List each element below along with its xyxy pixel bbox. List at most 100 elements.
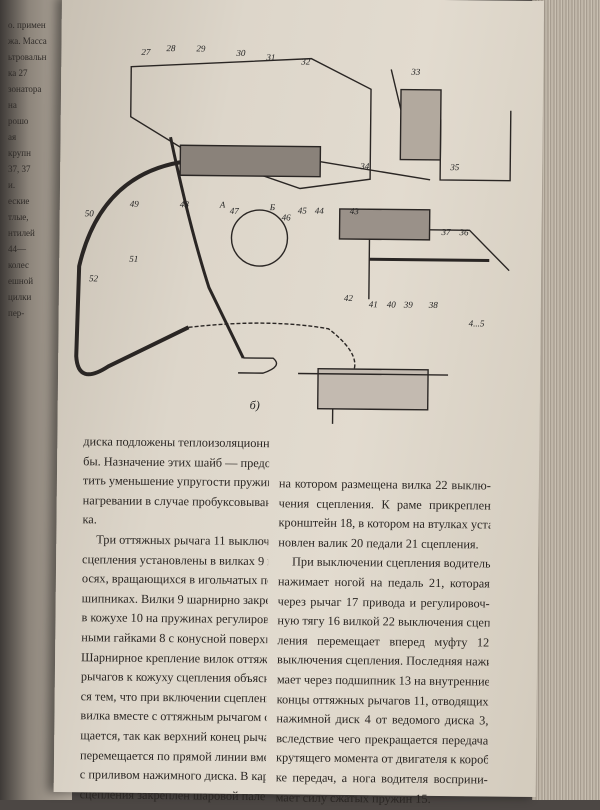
previous-page-text-fragment: колес — [8, 260, 30, 270]
previous-page-text-fragment: о. примен — [8, 20, 46, 30]
previous-page-text-fragment: ка 27 — [8, 68, 28, 78]
paragraph: диска подложены теплоизоляционные шай-бы… — [82, 432, 269, 532]
label-38: 38 — [428, 300, 439, 310]
fork-linkage — [368, 229, 510, 300]
text-line: сцепления установлены в вилках 9 на — [82, 551, 269, 568]
text-line: на котором размещена вилка 22 выклю- — [278, 476, 491, 493]
paragraph: Три оттяжных рычага 11 выключения сцеплен… — [80, 530, 269, 806]
label-50: 50 — [85, 208, 95, 218]
text-line: крутящего момента от двигателя к короб- — [275, 750, 489, 767]
label-49: 49 — [130, 199, 140, 209]
label-47: 47 — [230, 206, 240, 216]
text-line: ную тягу 16 вилкой 22 выключения сцеп- — [277, 613, 490, 630]
text-line: ления перемещает вперед муфту 12 — [277, 633, 490, 650]
text-line: осях, вращающихся в игольчатых под- — [81, 571, 268, 588]
figure-caption: б) — [249, 397, 260, 413]
text-line: перемещается по прямой линии вместе — [79, 747, 267, 764]
label-40: 40 — [387, 299, 397, 309]
right-text-column: на котором размещена вилка 22 выклю-чени… — [276, 474, 491, 809]
previous-page-text-fragment: ешной — [8, 276, 34, 286]
label-51: 51 — [129, 254, 138, 264]
previous-page-text-fragment: зонатора — [8, 84, 42, 94]
previous-page-text-fragment: 37, 37 — [8, 164, 31, 174]
bell-housing — [399, 88, 442, 161]
book-page: 27 28 29 30 31 32 33 34 35 36 37 38 39 4… — [53, 0, 544, 805]
pipeline — [188, 322, 356, 380]
label-52: 52 — [89, 273, 99, 283]
text-line: При выключении сцепления водитель — [292, 554, 491, 571]
text-line: Шарнирное крепление вилок оттяжных — [81, 649, 268, 666]
text-line: Три оттяжных рычага 11 выключения — [96, 532, 269, 549]
text-line: ке передач, а нога водителя восприни- — [275, 770, 488, 787]
label-32: 32 — [300, 56, 311, 66]
clutch-drive-diagram: 27 28 29 30 31 32 33 34 35 36 37 38 39 4… — [74, 43, 512, 424]
text-line: выключения сцепления. Последняя нажи- — [276, 652, 490, 669]
hydraulic-hose — [74, 160, 190, 377]
text-line: сцепления закреплен шаровой палец 14, — [79, 786, 266, 803]
text-line: нагревании в случае пробуксовывания дис- — [82, 493, 269, 510]
label-41: 41 — [369, 299, 378, 309]
text-line: мает через подшипник 13 на внутренние — [276, 672, 489, 689]
previous-page-text-fragment: ьтровальн — [8, 52, 47, 62]
pedal-arm — [169, 136, 245, 359]
label-27: 27 — [141, 47, 151, 57]
label-34: 34 — [359, 161, 370, 171]
text-line: концы оттяжных рычагов 11, отводящих — [276, 691, 489, 709]
previous-page-text-fragment: на — [8, 100, 17, 110]
previous-page-text-fragment: 44— — [8, 244, 26, 254]
detail-a-circle — [230, 209, 289, 267]
text-line: кронштейн 18, в котором на втулках уста- — [278, 515, 491, 532]
left-text-column: диска подложены теплоизоляционные шай-бы… — [80, 432, 270, 806]
label-44: 44 — [315, 206, 325, 216]
previous-page-text-fragment: ая — [8, 132, 17, 142]
text-line: ными гайками 8 с конусной поверхностью. — [81, 630, 268, 647]
label-37: 37 — [440, 227, 451, 237]
pedal-pad — [238, 357, 278, 374]
text-line: нажимает ногой на педаль 21, которая — [277, 574, 490, 591]
text-line: шипниках. Вилки 9 шарнирно закреплены — [81, 590, 268, 608]
text-line: через рычаг 17 привода и регулировоч- — [277, 593, 490, 611]
previous-page-text-fragment: пер- — [8, 308, 25, 318]
text-line: с приливом нажимного диска. В картере — [79, 767, 266, 784]
label-29: 29 — [196, 43, 206, 53]
label-46: 46 — [282, 212, 292, 222]
label-39: 39 — [403, 300, 414, 310]
previous-page-text-fragment: и. — [8, 180, 16, 190]
text-line: ся тем, что при включении сцепления — [80, 688, 267, 706]
label-33: 33 — [410, 67, 421, 77]
text-line: бы. Назначение этих шайб — предотвра- — [83, 453, 270, 471]
reservoir-bracket — [130, 57, 372, 190]
label-45: 45 — [298, 205, 308, 215]
previous-page-text-fragment: тлые, — [8, 212, 29, 222]
text-line: нажимной диск 4 от ведомого диска 3, — [276, 711, 489, 728]
text-line: новлен валик 20 педали 21 сцепления. — [278, 535, 479, 552]
detail-b-mount — [298, 372, 449, 424]
text-line: тить уменьшение упругости пружин при их — [82, 473, 270, 490]
text-line: вследствие чего прекращается передача — [276, 731, 489, 748]
paragraph: на котором размещена вилка 22 выклю-чени… — [278, 474, 491, 555]
return-spring — [369, 257, 490, 262]
text-line: вилка вместе с оттяжным рычагом сме- — [80, 708, 267, 725]
page-stack-edges — [532, 0, 600, 800]
slave-cylinder — [338, 208, 431, 241]
label-43: 43 — [350, 206, 360, 216]
previous-page-text-fragment: цилки — [8, 292, 32, 302]
text-line: диска подложены теплоизоляционные шай- — [83, 434, 270, 451]
label-28: 28 — [166, 43, 176, 53]
previous-page-text-fragment: жа. Масса — [8, 36, 47, 46]
text-line: в кожухе 10 на пружинах регулировоч- — [81, 610, 268, 627]
label-b: Б — [269, 202, 276, 212]
text-line: щается, так как верхний конец рычага — [80, 728, 267, 745]
label-31: 31 — [265, 52, 275, 62]
text-line: рычагов к кожуху сцепления объясняет- — [80, 669, 267, 686]
text-line: чения сцепления. К раме прикреплен — [278, 495, 491, 513]
previous-page-text-fragment: рошо — [8, 116, 29, 126]
label-a: А — [219, 200, 226, 210]
text-line: мает силу сжатых пружин 15. — [275, 789, 431, 806]
push-rod — [320, 161, 431, 181]
paragraph: При выключении сцепления водитель нажимае… — [276, 553, 491, 810]
previous-page-text-fragment: крупн — [8, 148, 31, 158]
label-42: 42 — [344, 293, 354, 303]
label-35: 35 — [449, 162, 460, 172]
label-30: 30 — [235, 48, 246, 58]
